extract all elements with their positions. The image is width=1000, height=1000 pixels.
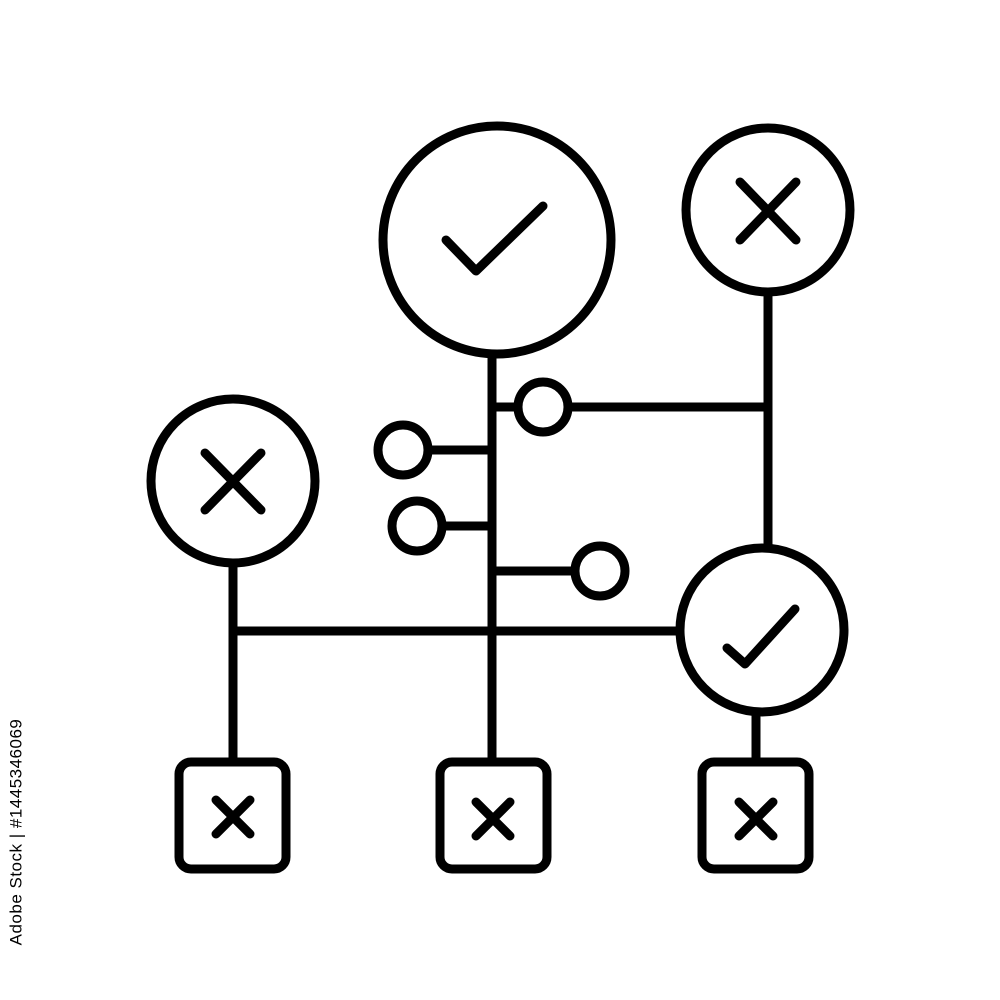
check-mark-icon <box>722 604 800 669</box>
cross-mark-icon <box>200 448 266 515</box>
cross-mark-icon <box>734 797 778 841</box>
branch-dot-lower-left <box>387 496 447 556</box>
left-circle-node <box>146 394 320 568</box>
connectors <box>228 287 773 765</box>
stock-watermark: Adobe Stock | #1445346069 <box>4 719 28 946</box>
bottom-right-box-node <box>697 757 814 874</box>
cross-mark-icon <box>471 797 515 841</box>
check-mark-icon <box>441 201 548 276</box>
branch-dot-lower-right <box>570 541 630 601</box>
top-center-circle-node <box>378 121 616 359</box>
cross-mark-icon <box>211 795 255 839</box>
right-circle-node <box>675 543 849 717</box>
cross-mark-icon <box>735 177 801 245</box>
top-right-circle-node <box>681 123 855 297</box>
bottom-center-box-node <box>435 757 552 874</box>
branch-dot-upper-left <box>373 420 433 480</box>
stock-watermark-text: Adobe Stock | #1445346069 <box>6 718 26 946</box>
bottom-left-box-node <box>174 757 291 874</box>
branch-dot-upper-right <box>513 377 573 437</box>
